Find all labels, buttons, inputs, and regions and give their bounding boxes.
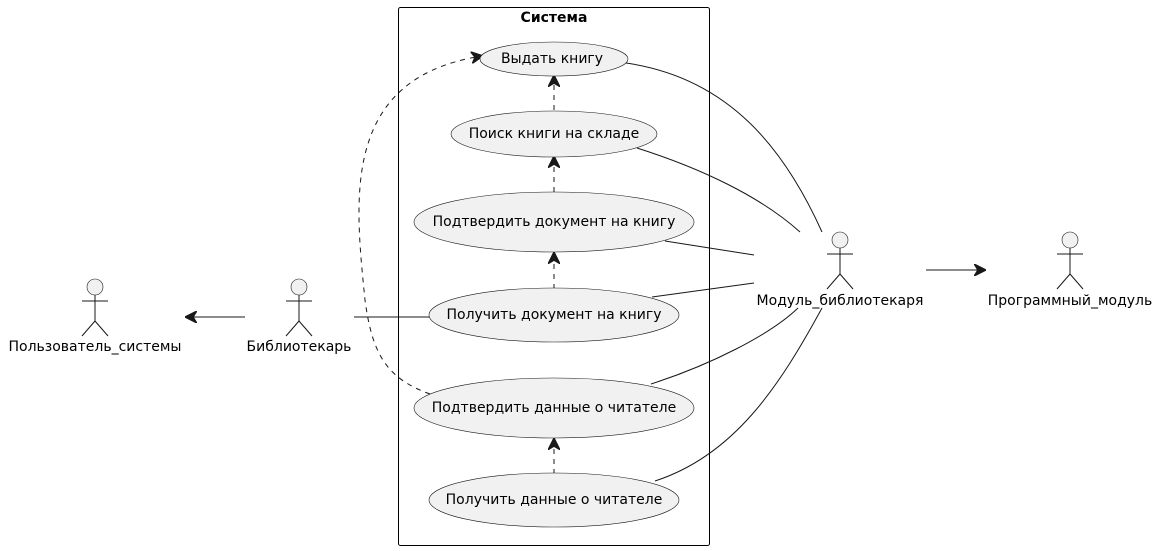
use-case-confirm-document[interactable]: Подтвердить документ на книгу	[413, 191, 695, 253]
module-get-doc-line	[651, 282, 755, 298]
actor-librarian-module[interactable]: Модуль_библиотекаря	[757, 231, 924, 309]
use-case-find-book[interactable]: Поиск книги на складе	[450, 110, 658, 158]
associations	[186, 56, 985, 482]
use-case-label: Подтвердить документ на книгу	[433, 214, 676, 230]
actor-stick-figure-icon	[285, 278, 313, 337]
module-confirm-doc-line	[664, 240, 755, 256]
actor-stick-figure-icon	[1056, 231, 1084, 290]
use-case-label: Выдать книгу	[501, 51, 603, 67]
module-find-book-line	[636, 147, 801, 233]
actor-program-module[interactable]: Программный_модуль	[988, 231, 1153, 309]
actor-label: Программный_модуль	[988, 293, 1153, 309]
use-case-confirm-reader[interactable]: Подтвердить данные о читателе	[413, 377, 695, 439]
system-title: Система	[521, 10, 588, 26]
actor-label: Модуль_библиотекаря	[757, 293, 924, 309]
use-case-label: Поиск книги на складе	[469, 126, 640, 142]
actor-label: Пользователь_системы	[9, 339, 182, 355]
use-case-label: Подтвердить данные о читателе	[432, 400, 676, 416]
confirm-reader-to-issue-dashed-arrow	[358, 56, 482, 395]
actor-label: Библиотекарь	[247, 339, 352, 355]
use-case-label: Получить документ на книгу	[446, 307, 661, 323]
actor-user[interactable]: Пользователь_системы	[9, 278, 182, 355]
module-confirm-reader-line	[650, 307, 799, 385]
actor-stick-figure-icon	[826, 231, 854, 290]
actor-stick-figure-icon	[81, 278, 109, 337]
use-case-get-reader[interactable]: Получить данные о читателе	[428, 472, 680, 528]
actor-librarian[interactable]: Библиотекарь	[247, 278, 352, 355]
module-issue-book-line	[625, 62, 823, 233]
use-case-issue-book[interactable]: Выдать книгу	[479, 41, 629, 77]
use-case-get-document[interactable]: Получить документ на книгу	[428, 287, 680, 343]
module-get-reader-line	[654, 307, 823, 482]
use-case-label: Получить данные о читателе	[446, 492, 663, 508]
